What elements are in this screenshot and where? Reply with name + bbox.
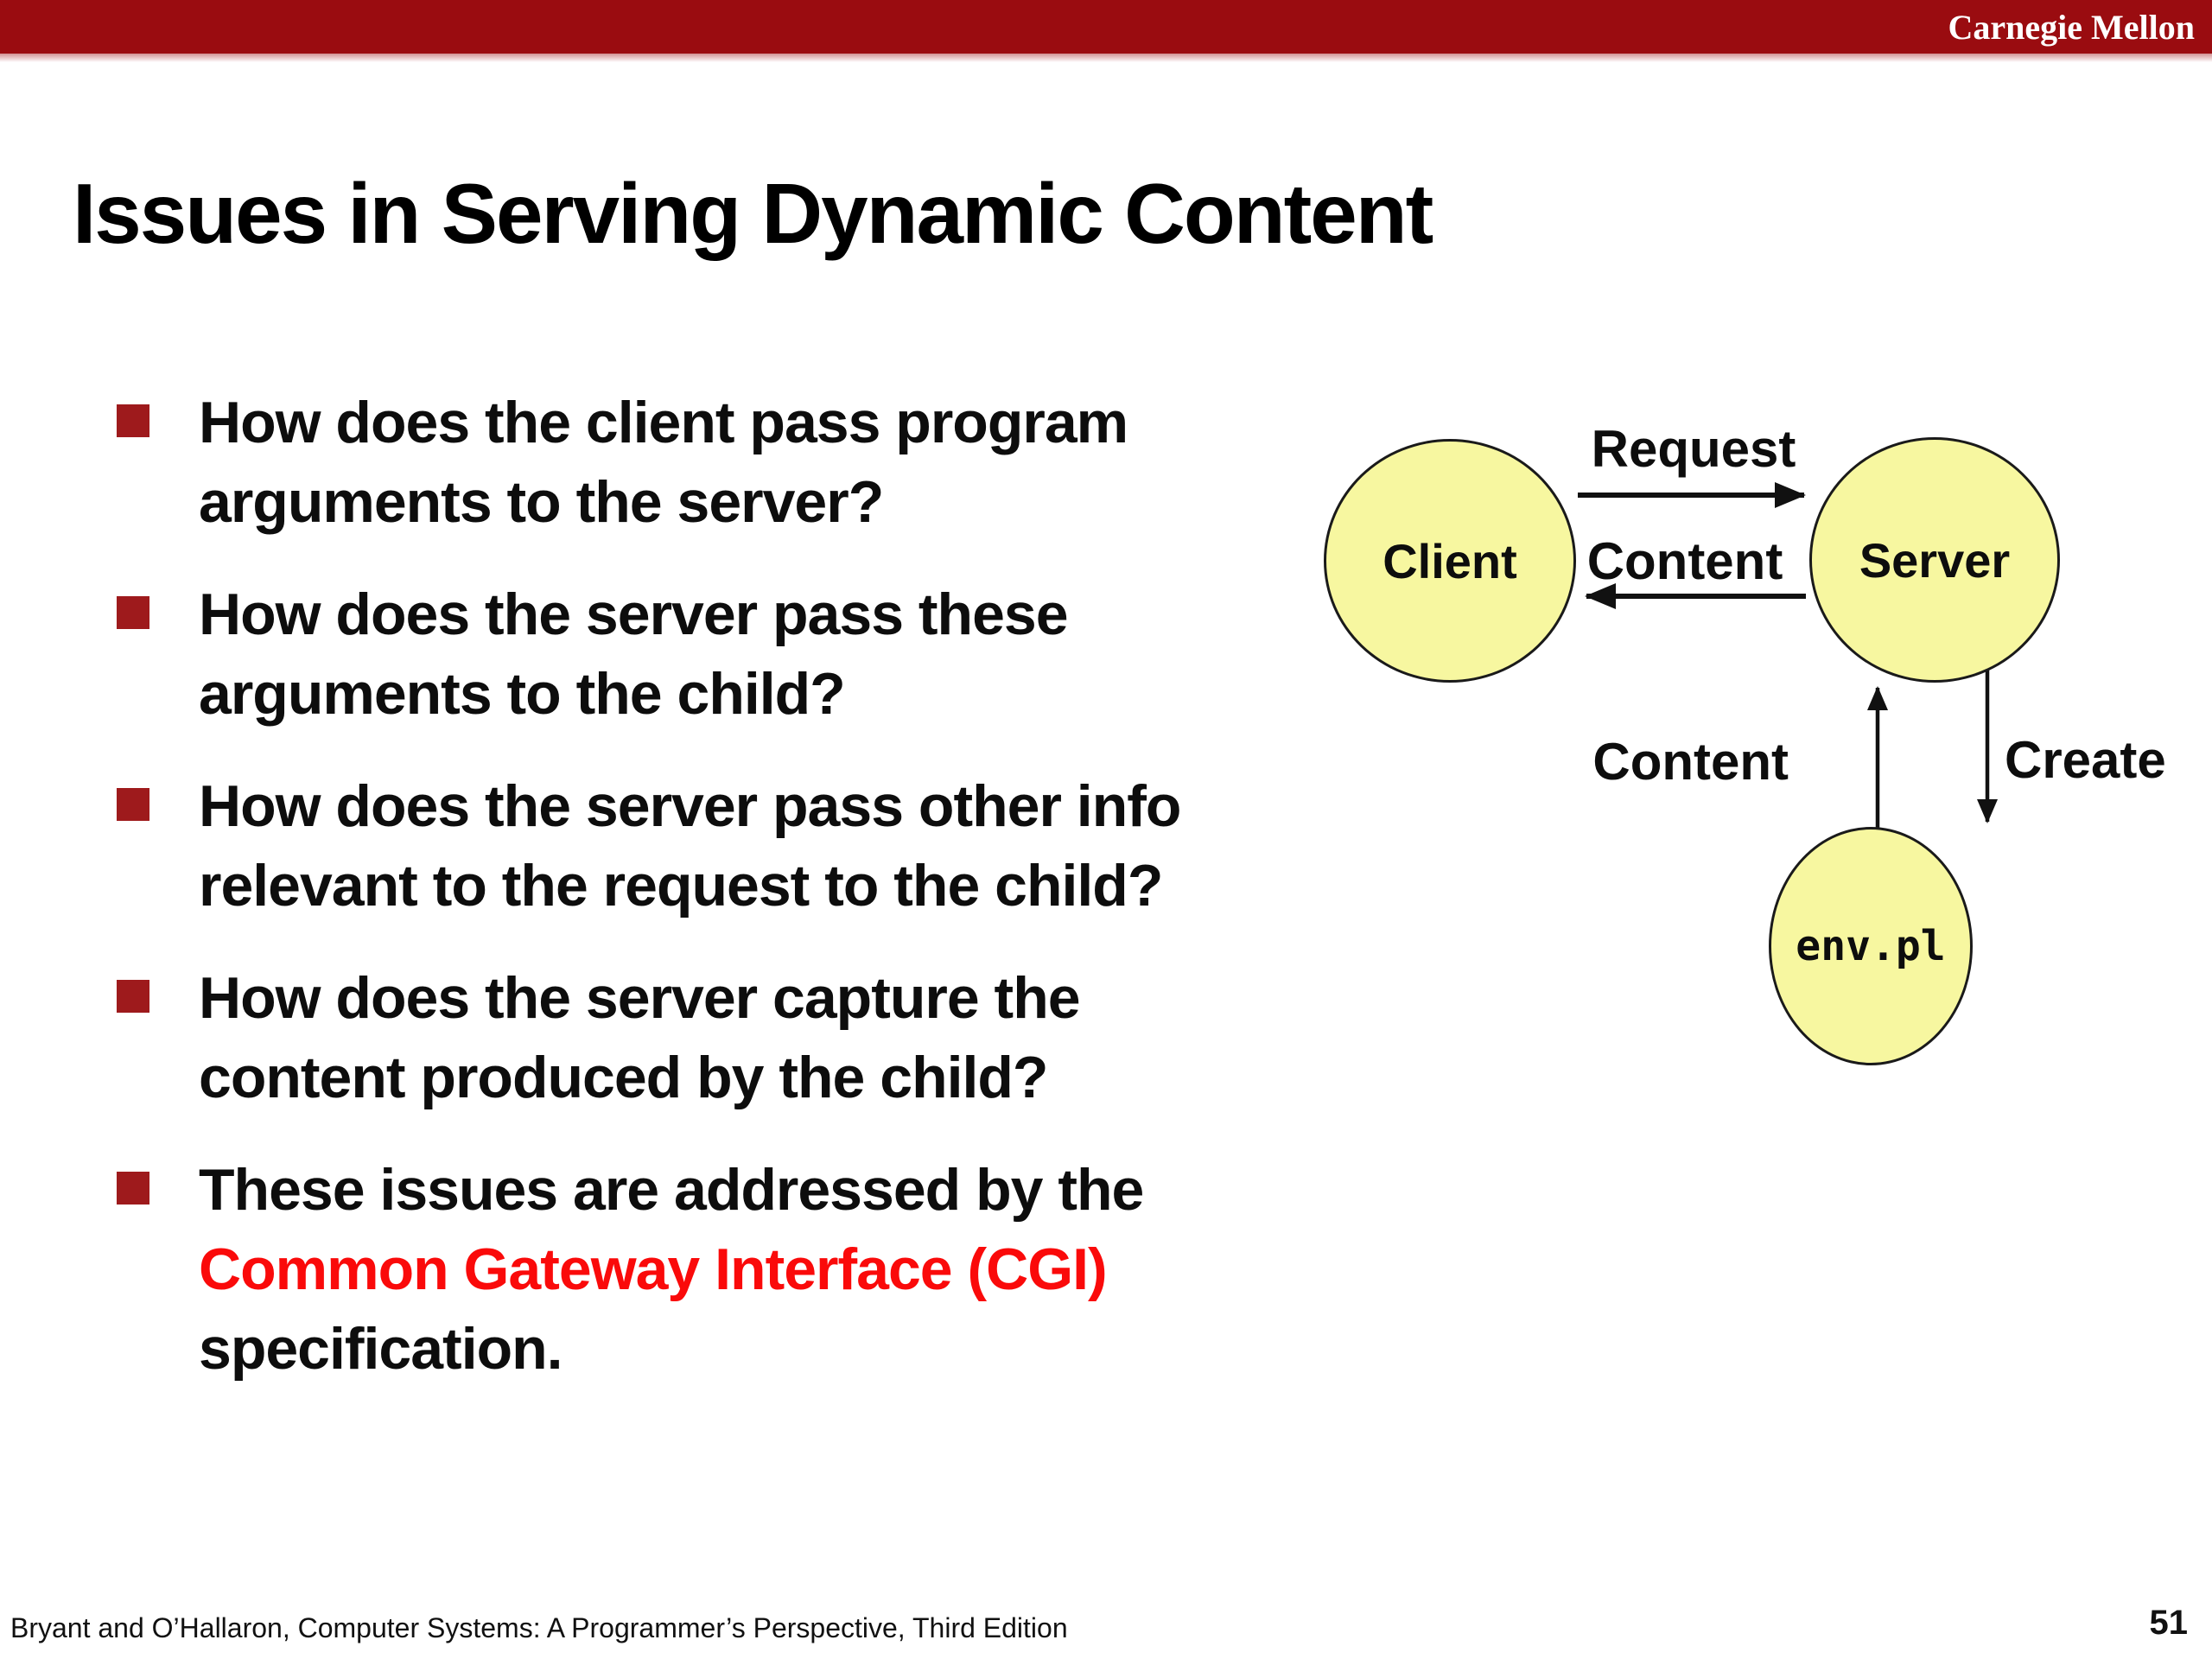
header-bar [0, 0, 2212, 54]
bullet-text: How does the server pass other info rele… [199, 773, 1181, 918]
bullet-text: These issues are addressed by the Common… [199, 1150, 1344, 1389]
bullet-text: How does the server capture the content … [199, 965, 1081, 1110]
content-return-label: Content [1586, 532, 1783, 590]
bullet-square-icon [117, 1172, 149, 1205]
bullet-item: How does the client pass program argumen… [117, 383, 1344, 542]
env-pl-node-label: env.pl [1796, 922, 1946, 970]
footer-citation: Bryant and O’Hallaron, Computer Systems:… [10, 1612, 1068, 1643]
client-server-diagram: Client Server env.pl Request Content Con… [1296, 389, 2212, 1123]
bullet-item: How does the server capture the content … [117, 958, 1344, 1117]
create-label: Create [2005, 731, 2166, 789]
page-title: Issues in Serving Dynamic Content [73, 165, 1433, 261]
server-node-label: Server [1859, 532, 2011, 588]
bullet-item: How does the server pass these arguments… [117, 575, 1344, 734]
bullet-text: How does the server pass these arguments… [199, 582, 1069, 727]
cgi-highlight: Common Gateway Interface (CGI) [199, 1236, 1108, 1302]
bullet-item: How does the server pass other info rele… [117, 766, 1344, 925]
diagram-arrows [1578, 482, 1998, 838]
bullet-text-post: specification. [199, 1316, 563, 1382]
server-node: Server [1809, 437, 2060, 683]
page-number: 51 [2149, 1604, 2189, 1642]
client-node-label: Client [1382, 533, 1517, 588]
header-bar-shadow [0, 54, 2212, 62]
client-node: Client [1324, 439, 1576, 683]
brand-wordmark: Carnegie Mellon [1948, 7, 2196, 47]
env-pl-node: env.pl [1769, 827, 1973, 1065]
bullet-item: These issues are addressed by the Common… [117, 1150, 1344, 1389]
bullet-list: How does the client pass program argumen… [117, 383, 1344, 1421]
bullet-square-icon [117, 980, 149, 1013]
bullet-text-pre: These issues are addressed by the [199, 1157, 1144, 1223]
bullet-square-icon [117, 404, 149, 437]
bullet-text: How does the client pass program argumen… [199, 390, 1128, 535]
content-up-label: Content [1592, 733, 1789, 791]
request-label: Request [1591, 420, 1796, 478]
bullet-square-icon [117, 596, 149, 629]
bullet-square-icon [117, 788, 149, 821]
